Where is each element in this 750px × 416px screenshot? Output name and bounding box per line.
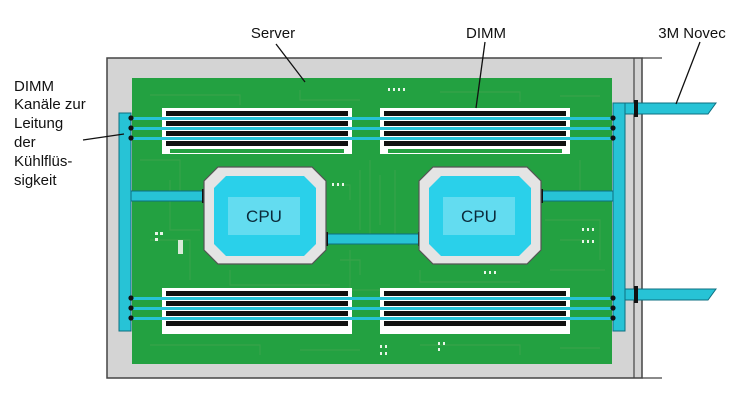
novec-pipe-bottom [624,288,717,301]
cpu-right-outlet-pipe [539,190,614,202]
novec-bottom-fitting [634,286,638,303]
channels-line-2: Kanäle zur [14,96,86,113]
dimm-bank-bottom-right [380,288,570,334]
cpu-right-label: CPU [461,207,497,226]
channels-line-6: sigkeit [14,172,57,189]
dimm-channels-label: DIMM Kanäle zur Leitung der Kühlflüs- si… [14,78,86,189]
cpu-left: CPU [203,166,327,265]
manifold-connectors [128,115,616,321]
novec-pipe-top [624,102,717,115]
cpu-bridge-pipe [325,233,421,245]
novec-label: 3M Novec [658,25,726,42]
cpu-left-inlet-pipe [130,190,206,202]
right-coolant-manifold [612,102,626,332]
left-coolant-manifold [118,112,132,332]
dimm-bank-bottom-left [162,288,352,334]
leader-lines [82,41,701,141]
channels-line-5: Kühlflüs- [14,153,72,170]
channels-line-1: DIMM [14,78,54,95]
cpu-right: CPU [418,166,542,265]
channels-line-3: Leitung [14,115,63,132]
board-components [155,88,594,355]
cpu-left-label: CPU [246,207,282,226]
dimm-coolant-lines [130,117,615,320]
cpu-left-die [228,197,300,235]
server-label: Server [251,25,295,42]
channels-line-4: der [14,134,36,151]
novec-top-fitting [634,100,638,117]
dimm-bank-top-left [162,108,352,154]
dimm-label: DIMM [466,25,506,42]
dimm-bank-top-right [380,108,570,154]
cpu-right-die [443,197,515,235]
